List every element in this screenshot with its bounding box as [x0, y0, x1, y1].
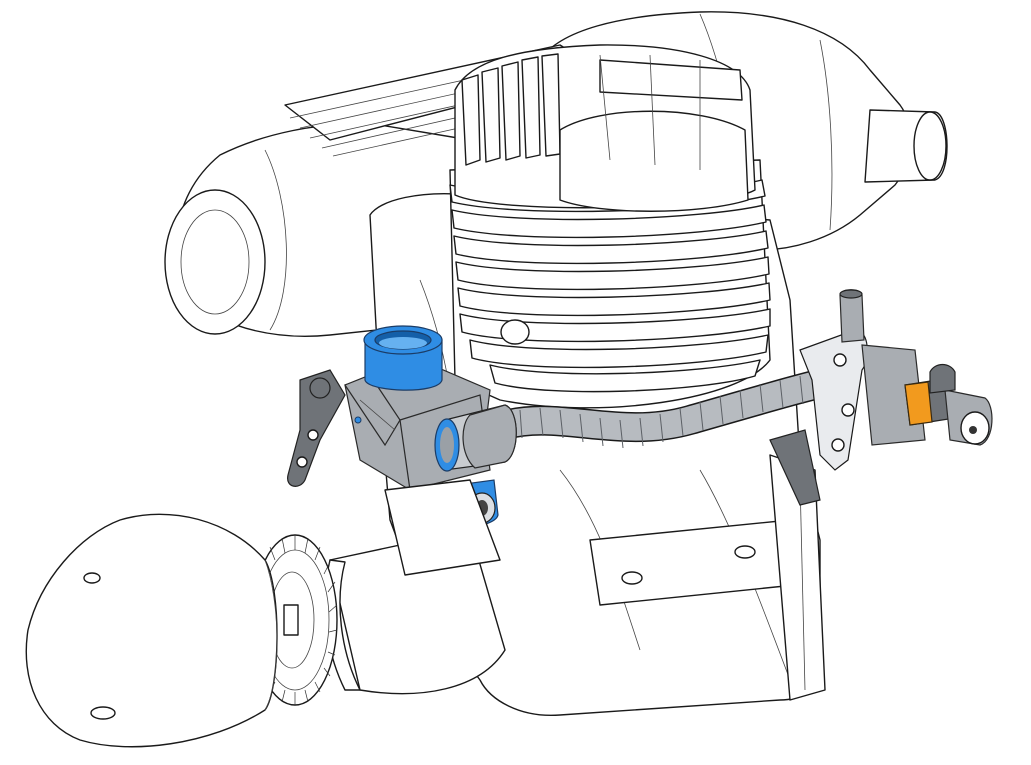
glow-plug — [904, 363, 993, 446]
cylinder-head — [454, 44, 756, 212]
fuel-line — [490, 363, 860, 449]
air-intake — [363, 325, 443, 391]
throttle-arm — [287, 369, 346, 487]
pump-assembly — [769, 289, 993, 506]
front-housing — [324, 479, 506, 695]
spinner-cone — [25, 513, 278, 748]
